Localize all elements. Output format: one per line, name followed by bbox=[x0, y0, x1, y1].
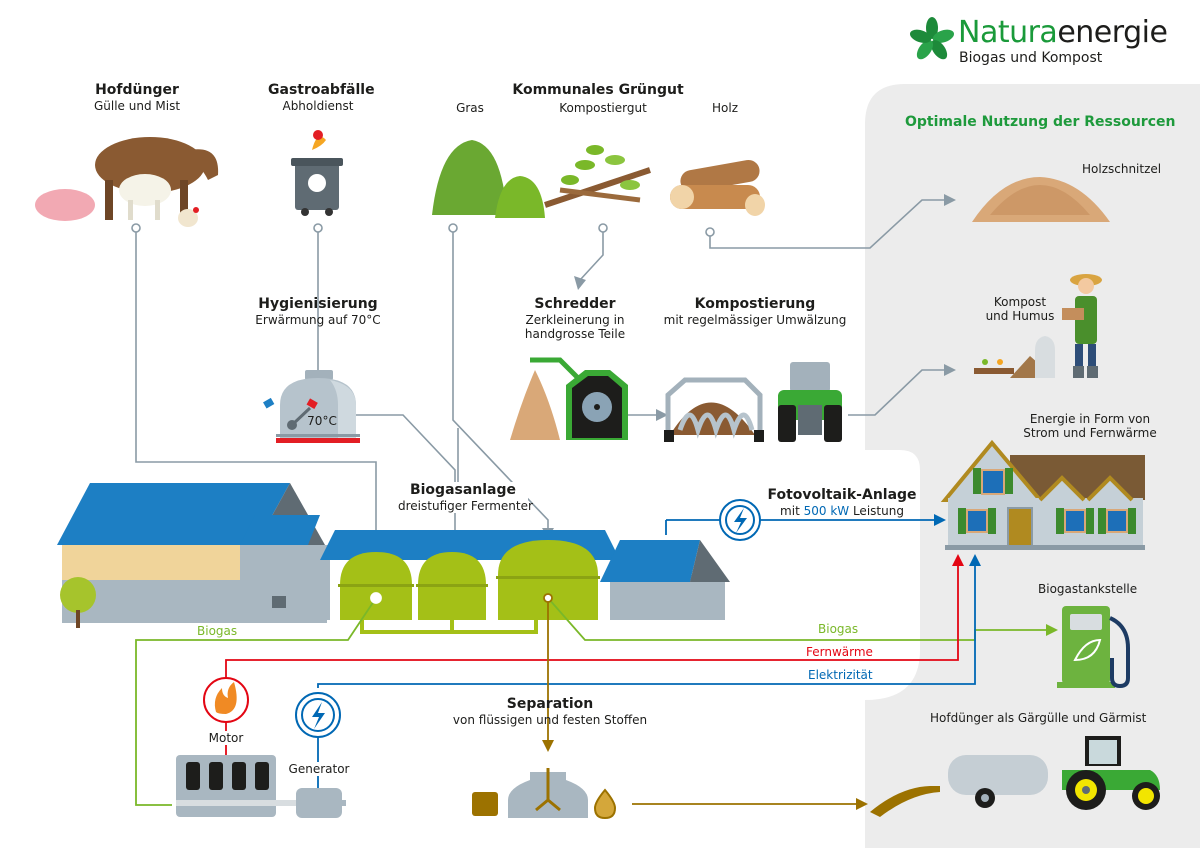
gruengut-gras-label: Gras bbox=[456, 101, 484, 115]
process-kompostierung-label: Kompostierung mit regelmässiger Umwälzun… bbox=[663, 296, 847, 327]
flow-lines bbox=[135, 519, 1052, 806]
leaf-flower-icon bbox=[909, 17, 955, 60]
gardener-icon bbox=[1062, 274, 1102, 378]
flow-elektrizitaet-label: Elektrizität bbox=[808, 668, 873, 682]
flow-biogas-left-label: Biogas bbox=[197, 624, 238, 638]
wood-logs-icon bbox=[670, 159, 765, 216]
flow-dots bbox=[370, 592, 553, 604]
input-gastro-label: Gastroabfälle Abholdienst bbox=[268, 82, 375, 113]
flow-arrows bbox=[542, 514, 1058, 810]
brand-tagline: Biogas und Kompost bbox=[959, 50, 1103, 66]
farm-buildings bbox=[57, 483, 730, 628]
process-schredder-label: Schredder Zerkleinerung in handgrosse Te… bbox=[524, 296, 626, 342]
house-icon bbox=[940, 439, 1145, 550]
tractor-front-icon bbox=[778, 362, 842, 442]
gauge-temperature-label: 70°C bbox=[307, 414, 337, 428]
grass-icon bbox=[432, 140, 545, 218]
resource-tankstelle-label: Biogastankstelle bbox=[1038, 582, 1138, 596]
compost-turner-icon bbox=[664, 377, 764, 442]
flow-biogas-right-label: Biogas bbox=[818, 622, 859, 636]
farm-animals-icon bbox=[35, 137, 219, 227]
shredder-icon bbox=[510, 357, 628, 440]
resource-energie-label: Energie in Form von Strom und Fernwärme bbox=[1023, 412, 1157, 441]
compost-humus-icon bbox=[974, 336, 1055, 378]
generator-label: Generator bbox=[284, 762, 354, 777]
brand-name: Naturaenergie bbox=[958, 15, 1168, 50]
resource-kompost-label: Kompost und Humus bbox=[985, 295, 1055, 324]
waste-bin-icon bbox=[291, 130, 343, 216]
generator-badge-icon bbox=[295, 692, 341, 738]
input-hofduenger-label: Hofdünger Gülle und Mist bbox=[93, 82, 181, 113]
branches-icon bbox=[544, 145, 651, 208]
manure-tanker-tractor-icon bbox=[870, 736, 1160, 817]
resource-gaerguelle-label: Hofdünger als Gärgülle und Gärmist bbox=[930, 711, 1147, 725]
gruengut-holz-label: Holz bbox=[712, 101, 738, 115]
fire-badge-icon bbox=[203, 677, 249, 723]
flow-fernwaerme-label: Fernwärme bbox=[806, 645, 873, 659]
pv-capacity-value: 500 kW bbox=[803, 503, 850, 518]
motor-label: Motor bbox=[200, 731, 252, 746]
input-gruengut-label: Kommunales Grüngut bbox=[512, 82, 684, 98]
wood-chips-icon bbox=[972, 177, 1110, 222]
separator-icon bbox=[472, 768, 617, 820]
generator-icon bbox=[296, 788, 346, 818]
resource-holzschnitzel-label: Holzschnitzel bbox=[1082, 162, 1162, 176]
connector-dots bbox=[131, 223, 715, 237]
gruengut-kompostiergut-label: Kompostiergut bbox=[559, 101, 647, 115]
lightning-badge-icon bbox=[719, 499, 761, 541]
fermenters bbox=[338, 540, 600, 634]
process-separation-label: Separation von flüssigen und festen Stof… bbox=[452, 696, 648, 727]
biogas-pump-icon bbox=[1057, 606, 1130, 689]
engine-icon bbox=[176, 755, 306, 817]
resources-title: Optimale Nutzung der Ressourcen bbox=[905, 114, 1176, 130]
brand-logo: Naturaenergie Biogas und Kompost bbox=[912, 16, 1172, 70]
hygienization-tank-icon bbox=[263, 370, 360, 443]
process-hygienisierung-label: Hygienisierung Erwärmung auf 70°C bbox=[255, 296, 381, 327]
process-fotovoltaik-label: Fotovoltaik-Anlage mit 500 kW Leistung bbox=[767, 487, 917, 518]
process-biogasanlage-label: Biogasanlage dreistufiger Fermenter bbox=[398, 482, 533, 514]
